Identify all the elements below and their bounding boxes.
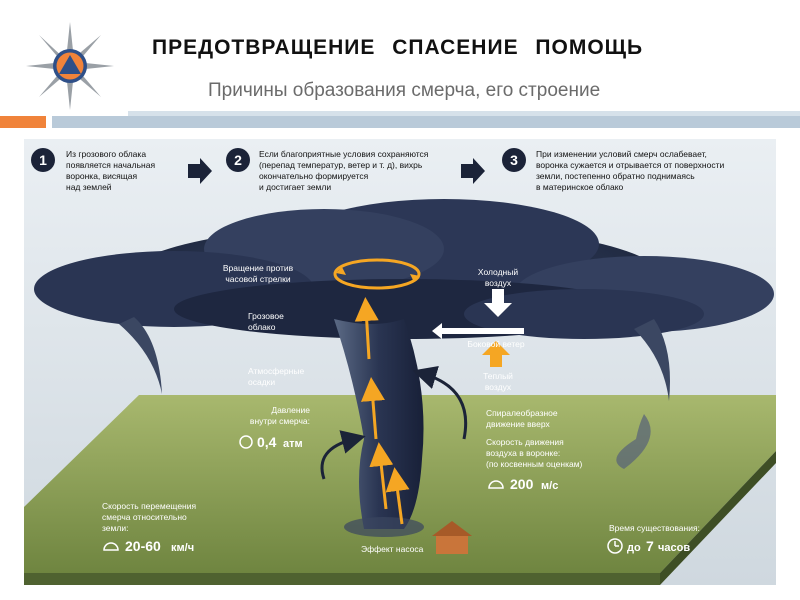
header-divider-accent	[0, 116, 46, 128]
step-3-badge: 3	[502, 148, 526, 172]
svg-text:(по косвенным оценкам): (по косвенным оценкам)	[486, 459, 583, 469]
svg-text:в материнское облако: в материнское облако	[536, 182, 624, 192]
svg-text:появляется начальная: появляется начальная	[66, 160, 155, 170]
svg-text:Холодный: Холодный	[478, 267, 518, 277]
svg-text:(перепад температур, ветер и т: (перепад температур, ветер и т. д), вихр…	[259, 160, 423, 170]
svg-text:воздух: воздух	[485, 382, 512, 392]
svg-text:Теплый: Теплый	[483, 371, 513, 381]
header-divider	[52, 116, 800, 128]
step-1-badge: 1	[31, 148, 55, 172]
svg-text:осадки: осадки	[248, 377, 275, 387]
svg-text:воронка сужается и отрывается: воронка сужается и отрывается от поверхн…	[536, 160, 724, 170]
ground-edge-front	[24, 573, 660, 585]
svg-text:земли:: земли:	[102, 523, 128, 533]
svg-text:атм: атм	[283, 438, 303, 450]
svg-text:Скорость перемещения: Скорость перемещения	[102, 501, 196, 511]
svg-text:Грозовое: Грозовое	[248, 311, 284, 321]
svg-text:2: 2	[234, 152, 242, 168]
page-title: ПРЕДОТВРАЩЕНИЕ СПАСЕНИЕ ПОМОЩЬ	[152, 36, 643, 60]
warm-air-label: Теплый воздух	[483, 371, 513, 392]
side-wind-label: Боковой ветер	[467, 339, 524, 349]
svg-text:Давление: Давление	[271, 405, 310, 415]
svg-text:над землей: над землей	[66, 182, 112, 192]
svg-text:Из грозового облака: Из грозового облака	[66, 149, 146, 159]
svg-text:7: 7	[646, 538, 654, 554]
svg-text:Если благоприятные условия сох: Если благоприятные условия сохраняются	[259, 149, 429, 159]
svg-text:воздуха в воронке:: воздуха в воронке:	[486, 448, 560, 458]
svg-text:смерча относительно: смерча относительно	[102, 512, 187, 522]
svg-text:облако: облако	[248, 322, 276, 332]
svg-text:часов: часов	[658, 542, 690, 554]
svg-text:Атмосферные: Атмосферные	[248, 366, 304, 376]
emercom-logo	[24, 20, 116, 112]
svg-text:часовой стрелки: часовой стрелки	[225, 274, 290, 284]
svg-text:Скорость движения: Скорость движения	[486, 437, 564, 447]
svg-text:км/ч: км/ч	[171, 542, 194, 554]
svg-text:внутри смерча:: внутри смерча:	[250, 416, 310, 426]
svg-text:20-60: 20-60	[125, 538, 161, 554]
page-subtitle: Причины образования смерча, его строение	[208, 80, 600, 102]
lifetime-label: Время существования:	[609, 523, 700, 533]
svg-text:и достигает земли: и достигает земли	[259, 182, 331, 192]
spiral-label: Спиралеобразное движение вверх	[486, 408, 558, 429]
svg-text:воронка, висящая: воронка, висящая	[66, 171, 137, 181]
svg-text:При изменении условий смерч ос: При изменении условий смерч ослабевает,	[536, 149, 707, 159]
rotation-label: Вращение против часовой стрелки	[223, 263, 294, 284]
svg-text:земли, постепенно обратно подн: земли, постепенно обратно поднимаясь	[536, 171, 695, 181]
svg-text:до: до	[627, 542, 641, 554]
svg-text:0,4: 0,4	[257, 434, 277, 450]
tornado-infographic: 1 2 3 Из грозового облака появляется нач…	[24, 139, 776, 585]
svg-text:движение вверх: движение вверх	[486, 419, 550, 429]
svg-text:Спиралеобразное: Спиралеобразное	[486, 408, 558, 418]
svg-text:3: 3	[510, 152, 518, 168]
svg-text:200: 200	[510, 476, 534, 492]
svg-text:окончательно формируется: окончательно формируется	[259, 171, 369, 181]
svg-text:м/с: м/с	[541, 480, 558, 492]
dust-cloud	[344, 517, 424, 537]
pump-effect-label: Эффект насоса	[361, 544, 424, 554]
svg-text:Вращение против: Вращение против	[223, 263, 294, 273]
step-2-badge: 2	[226, 148, 250, 172]
svg-text:1: 1	[39, 152, 47, 168]
svg-text:воздух: воздух	[485, 278, 512, 288]
